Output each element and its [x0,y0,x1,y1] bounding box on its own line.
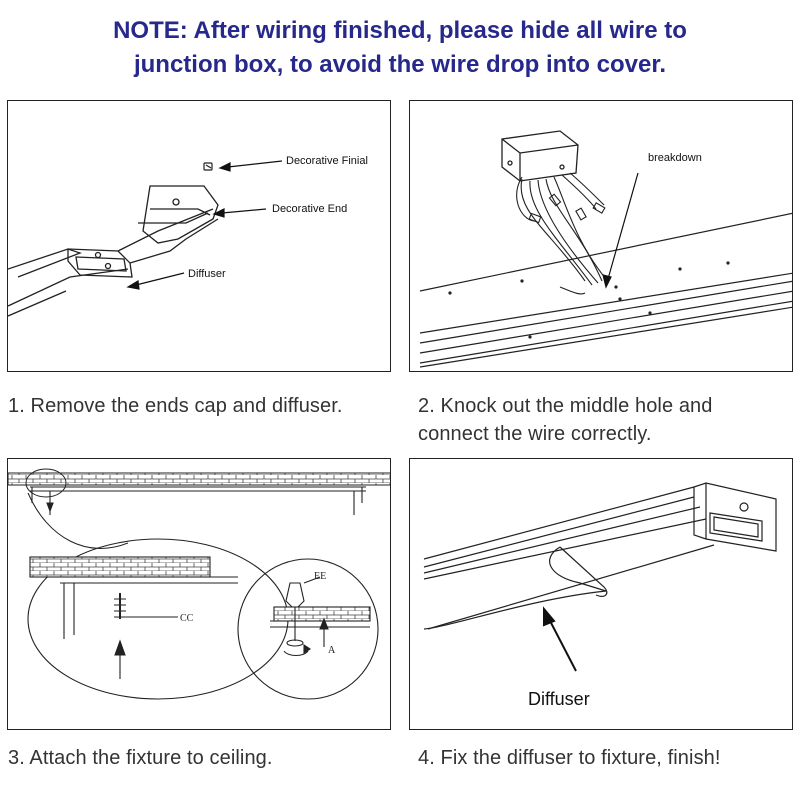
decorative-finial-drawing [203,162,213,171]
step1-caption: 1. Remove the ends cap and diffuser. [8,395,343,417]
step2-illustration: breakdown [419,130,792,368]
note-line-1: NOTE: After wiring finished, please hide… [113,17,687,44]
step3-panel: CC EE A [7,458,391,730]
screw-holes [448,261,730,339]
step3-caption: 3. Attach the fixture to ceiling. [8,747,273,769]
right-detail-circle [237,558,379,700]
breakdown-arrow [602,172,639,289]
ee-label: EE [314,571,326,582]
a-label: A [328,645,336,656]
breakdown-label: breakdown [648,152,702,164]
step2-caption-line-2: connect the wire correctly. [418,423,652,445]
fixture-channel-drawing [419,212,792,368]
ceiling-drawing [8,472,390,486]
junction-box-drawing [501,130,579,182]
note-line-2: junction box, to avoid the wire drop int… [133,51,667,78]
step2-caption-line-1: 2. Knock out the middle hole and [418,395,713,417]
diffuser-arrow [543,606,577,672]
fixture-drawing [423,482,777,630]
step1-illustration: Decorative Finial Decorative End Diffuse… [8,155,368,317]
step2-panel: breakdown [409,100,793,372]
diffuser-label: Diffuser [188,268,226,280]
step4-diffuser-label: Diffuser [528,689,590,709]
fixture-body-drawing [8,185,219,317]
step2-caption: 2. Knock out the middle hole and connect… [418,392,713,448]
callout-circle-small [25,468,67,498]
step4-panel: Diffuser [409,458,793,730]
cc-label: CC [180,613,194,624]
step1-panel: Decorative Finial Decorative End Diffuse… [7,100,391,372]
wires-drawing [516,172,607,295]
step4-caption: 4. Fix the diffuser to fixture, finish! [418,747,721,769]
decorative-finial-label: Decorative Finial [286,155,368,167]
step3-illustration: CC EE A [8,468,390,700]
note-heading: NOTE: After wiring finished, please hide… [0,14,800,82]
left-detail-circle [27,538,289,700]
fixture-rail-drawing [30,486,366,515]
decorative-end-label: Decorative End [272,203,347,215]
step4-illustration: Diffuser [423,482,777,709]
step1-arrows [126,160,283,290]
